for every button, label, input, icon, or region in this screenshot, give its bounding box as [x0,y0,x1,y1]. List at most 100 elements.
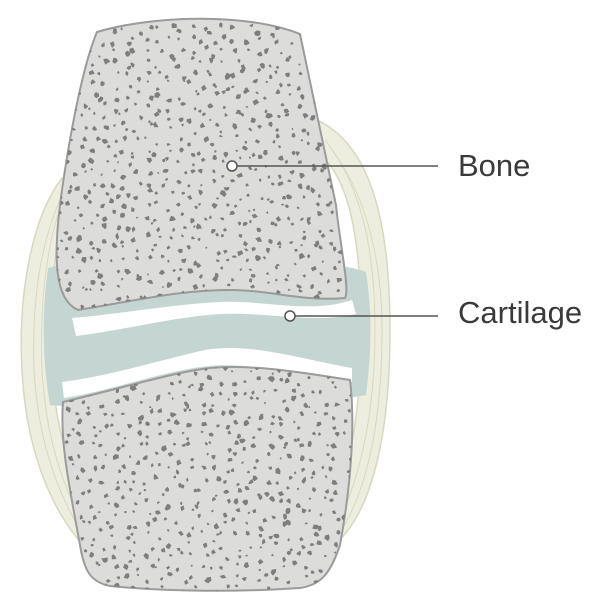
bone-pore [311,50,317,55]
bone-pore [82,40,88,44]
bone-pointer-dot [227,161,237,171]
bone-pore [318,65,321,68]
bone-pore [57,61,62,66]
bone-pore [144,588,150,593]
bone-pore [227,284,231,287]
bone-pore [301,591,304,594]
bone-pore [323,85,327,90]
bone-pore [68,96,71,99]
bone-pore [87,25,91,29]
bone-pore [348,258,350,261]
bone-pore [55,556,58,559]
bone-pore [129,85,133,88]
bone-pore [313,79,319,84]
bone-pore [59,100,65,105]
bone-pore [345,565,348,568]
bone-pore [76,60,81,65]
bone-pore [340,577,343,580]
bone-pore [68,85,71,88]
bone-pore [343,59,346,62]
bone-pore [73,72,76,74]
bone-pore [343,236,348,241]
bone-pore [199,593,202,596]
bone-pore [62,92,65,95]
bone-pore [71,61,78,66]
bone-pore [53,32,56,36]
bone-pore [284,590,288,593]
bone-pore [322,108,328,113]
bone-pore [336,48,340,51]
bone-pore [77,74,82,79]
bone-pore [331,576,335,581]
bone-pore [323,30,327,35]
bone-pore [71,575,77,579]
bone-pore [67,544,71,548]
bone-pore [334,124,339,129]
bone-pore [53,536,58,541]
bone-pore [344,92,347,96]
bone-pore [349,123,352,126]
bone-pore [344,419,348,422]
bone-pore [83,585,87,588]
bone-pore [302,36,309,41]
bone-pore [319,53,322,56]
bone-pore [309,34,315,40]
bone-pore [331,72,336,76]
bone-pore [53,524,59,530]
bone-pore [345,537,349,541]
bone-pore [174,592,177,595]
bone-pore [317,94,322,100]
bone-pore [343,208,346,211]
bone-pore [334,86,337,88]
bone-pore [292,26,297,30]
bone-pore [70,565,73,568]
bone-pore [55,87,59,90]
cartilage-pointer-dot [285,311,295,321]
bone-pore [348,46,353,51]
bone-pore [71,587,74,590]
bone-pore [325,577,328,580]
bone-pore [65,53,68,56]
bone-pore [60,148,65,154]
bone-pore [87,36,91,39]
bone-pore [77,563,82,568]
bone-pore [72,25,76,29]
bone-pore [340,222,344,225]
bone-pore [346,80,349,83]
bone-pore [75,49,79,53]
bone-pore [62,575,67,579]
cartilage-label: Cartilage [458,297,582,328]
bone-pore [336,97,340,99]
bone-pore [85,32,88,36]
bone-pore [333,567,337,570]
bone-pore [315,74,318,78]
bone-pore [55,158,59,163]
bone-pore [257,591,262,595]
bone-pore [53,125,58,129]
bone-pore [329,58,336,65]
bone-pore [347,108,352,113]
bone-pore [62,75,68,80]
bone-pore [309,589,315,594]
bone-pore [55,571,60,575]
bone-pore [347,43,350,47]
bone-pore [59,540,61,542]
lower-bone [53,362,353,596]
bone-pore [347,591,349,593]
bone-pore [339,119,344,124]
bone-pore [334,41,339,46]
bone-label: Bone [458,150,530,181]
bone-pore [279,593,282,596]
bone-pore [307,24,312,28]
bone-pore [90,591,93,594]
bone-pore [58,112,62,116]
bone-pore [340,219,346,225]
bone-pore [65,35,68,38]
bone-pore [242,592,246,596]
bone-pore [347,32,350,38]
bone-pore [59,136,62,139]
bone-pore [349,556,352,558]
bone-pore [80,577,83,582]
bone-pore [327,585,332,590]
bone-pore [347,546,353,550]
